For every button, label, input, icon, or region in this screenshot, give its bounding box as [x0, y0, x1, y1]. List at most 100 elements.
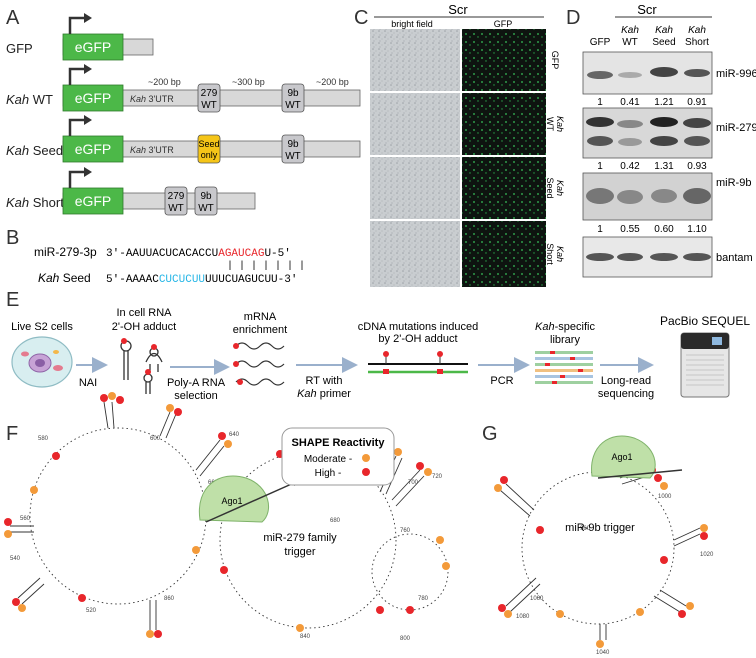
pairing-bars: | | | | | | | [227, 260, 305, 272]
row-label: KahSeed [545, 177, 565, 198]
promoter-arrow-icon [68, 170, 86, 188]
svg-text:enrichment: enrichment [233, 324, 287, 336]
svg-text:mRNA: mRNA [244, 311, 277, 323]
svg-text:860: 860 [164, 596, 175, 602]
svg-text:0.41: 0.41 [620, 97, 640, 108]
svg-text:PacBio SEQUEL: PacBio SEQUEL [660, 314, 750, 328]
svg-text:279: 279 [201, 88, 218, 99]
svg-text:sequencing: sequencing [598, 388, 654, 400]
site-279-wt [164, 186, 188, 216]
svg-text:540: 540 [10, 556, 21, 562]
svg-text:cDNA mutations induced: cDNA mutations induced [358, 321, 478, 333]
svg-text:1: 1 [597, 161, 603, 172]
svg-text:Kah: Kah [688, 25, 706, 36]
workflow: Live S2 cells NAI In cell RNA 2'-OH addu… [11, 307, 750, 402]
site-9b-wt [194, 186, 218, 216]
svg-text:760: 760 [400, 528, 411, 534]
egfp-box [62, 33, 124, 61]
construct-label: Kah Short [6, 195, 64, 210]
row-label: KahWT [545, 116, 565, 132]
svg-text:1: 1 [597, 97, 603, 108]
svg-text:RT with: RT with [306, 375, 343, 387]
svg-text:Seed: Seed [652, 37, 675, 48]
svg-text:279: 279 [168, 191, 185, 202]
mrna-icon [235, 342, 285, 386]
svg-text:Seed: Seed [198, 139, 219, 149]
egfp-label: eGFP [75, 90, 112, 106]
svg-text:0.91: 0.91 [687, 97, 707, 108]
row-label: GFP [550, 51, 560, 70]
svg-text:9b: 9b [287, 139, 299, 150]
cdna-icon [368, 351, 468, 374]
svg-text:Short: Short [685, 37, 709, 48]
svg-text:960: 960 [580, 526, 591, 532]
distance-label: ~300 bp [232, 77, 265, 87]
construct-label: GFP [6, 41, 33, 56]
svg-text:1060: 1060 [530, 596, 544, 602]
svg-text:1.10: 1.10 [687, 224, 707, 235]
svg-text:Kah: Kah [621, 25, 639, 36]
svg-text:0.55: 0.55 [620, 224, 640, 235]
svg-text:580: 580 [38, 436, 49, 442]
svg-text:WT: WT [201, 100, 217, 111]
shape-nucleotides-g [494, 466, 708, 648]
blot-name: bantam [716, 252, 753, 264]
seed-label: Kah Seed [38, 271, 91, 285]
trigger-label: trigger [284, 546, 316, 558]
svg-text:PCR: PCR [490, 375, 513, 387]
library-icon [535, 351, 593, 384]
svg-text:720: 720 [432, 474, 443, 480]
svg-text:WT: WT [622, 37, 638, 48]
svg-text:2'-OH adduct: 2'-OH adduct [112, 321, 176, 333]
panel-label-c: C [354, 7, 368, 29]
svg-text:840: 840 [300, 634, 311, 640]
svg-text:Long-read: Long-read [601, 375, 651, 387]
svg-text:Kah primer: Kah primer [297, 388, 351, 400]
svg-text:0.93: 0.93 [687, 161, 707, 172]
nucleotide-numbers-g: 1000 1020 1040 1060 1080 960 [516, 494, 714, 656]
svg-text:800: 800 [400, 636, 411, 642]
svg-text:560: 560 [20, 516, 31, 522]
utr-label: Kah 3'UTR [130, 145, 174, 155]
col-bright-field: bright field [391, 19, 433, 29]
promoter-arrow-icon [68, 118, 86, 136]
svg-text:9b: 9b [287, 88, 299, 99]
svg-text:1040: 1040 [596, 650, 610, 656]
high-dot-icon [362, 468, 370, 476]
utr-label: Kah 3'UTR [130, 94, 174, 104]
egfp-label: eGFP [75, 39, 112, 55]
blot-name: miR-996 [716, 68, 756, 80]
svg-text:library: library [550, 334, 580, 346]
svg-text:1020: 1020 [700, 552, 714, 558]
sequencer-icon [680, 332, 730, 398]
construct-label: Kah WT [6, 92, 53, 107]
panel-label-g: G [482, 423, 498, 445]
cell-icon [11, 336, 73, 388]
row-label: KahShort [545, 243, 565, 265]
svg-text:1000: 1000 [658, 494, 672, 500]
construct-label: Kah Seed [6, 143, 63, 158]
svg-text:GFP: GFP [590, 37, 611, 48]
panel-label-e: E [6, 289, 19, 311]
svg-text:1.31: 1.31 [654, 161, 674, 172]
seed-only-site [197, 134, 221, 164]
moderate-dot-icon [362, 454, 370, 462]
svg-text:0.60: 0.60 [654, 224, 674, 235]
distance-label: ~200 bp [148, 77, 181, 87]
svg-text:1.21: 1.21 [654, 97, 674, 108]
svg-text:700: 700 [408, 480, 419, 486]
egfp-label: eGFP [75, 193, 112, 209]
svg-text:SHAPE Reactivity: SHAPE Reactivity [292, 437, 386, 449]
svg-text:only: only [201, 150, 218, 160]
svg-text:NAI: NAI [79, 377, 97, 389]
ago1-complex-f: Ago1 [198, 475, 300, 523]
construct-kah-wt: Kah WT eGFP ~200 bp Kah 3'UTR 279 WT ~30… [6, 64, 361, 113]
svg-text:680: 680 [330, 518, 341, 524]
construct-kah-seed: Kah Seed eGFP Kah 3'UTR Seed only 9b WT [6, 115, 361, 164]
mir-279-alignment: miR-279-3p 3'-AAUUACUCACACCUAGAUCAGU-5' … [34, 245, 305, 286]
panel-label-b: B [6, 227, 19, 249]
mir-label: miR-279-3p [34, 245, 97, 259]
